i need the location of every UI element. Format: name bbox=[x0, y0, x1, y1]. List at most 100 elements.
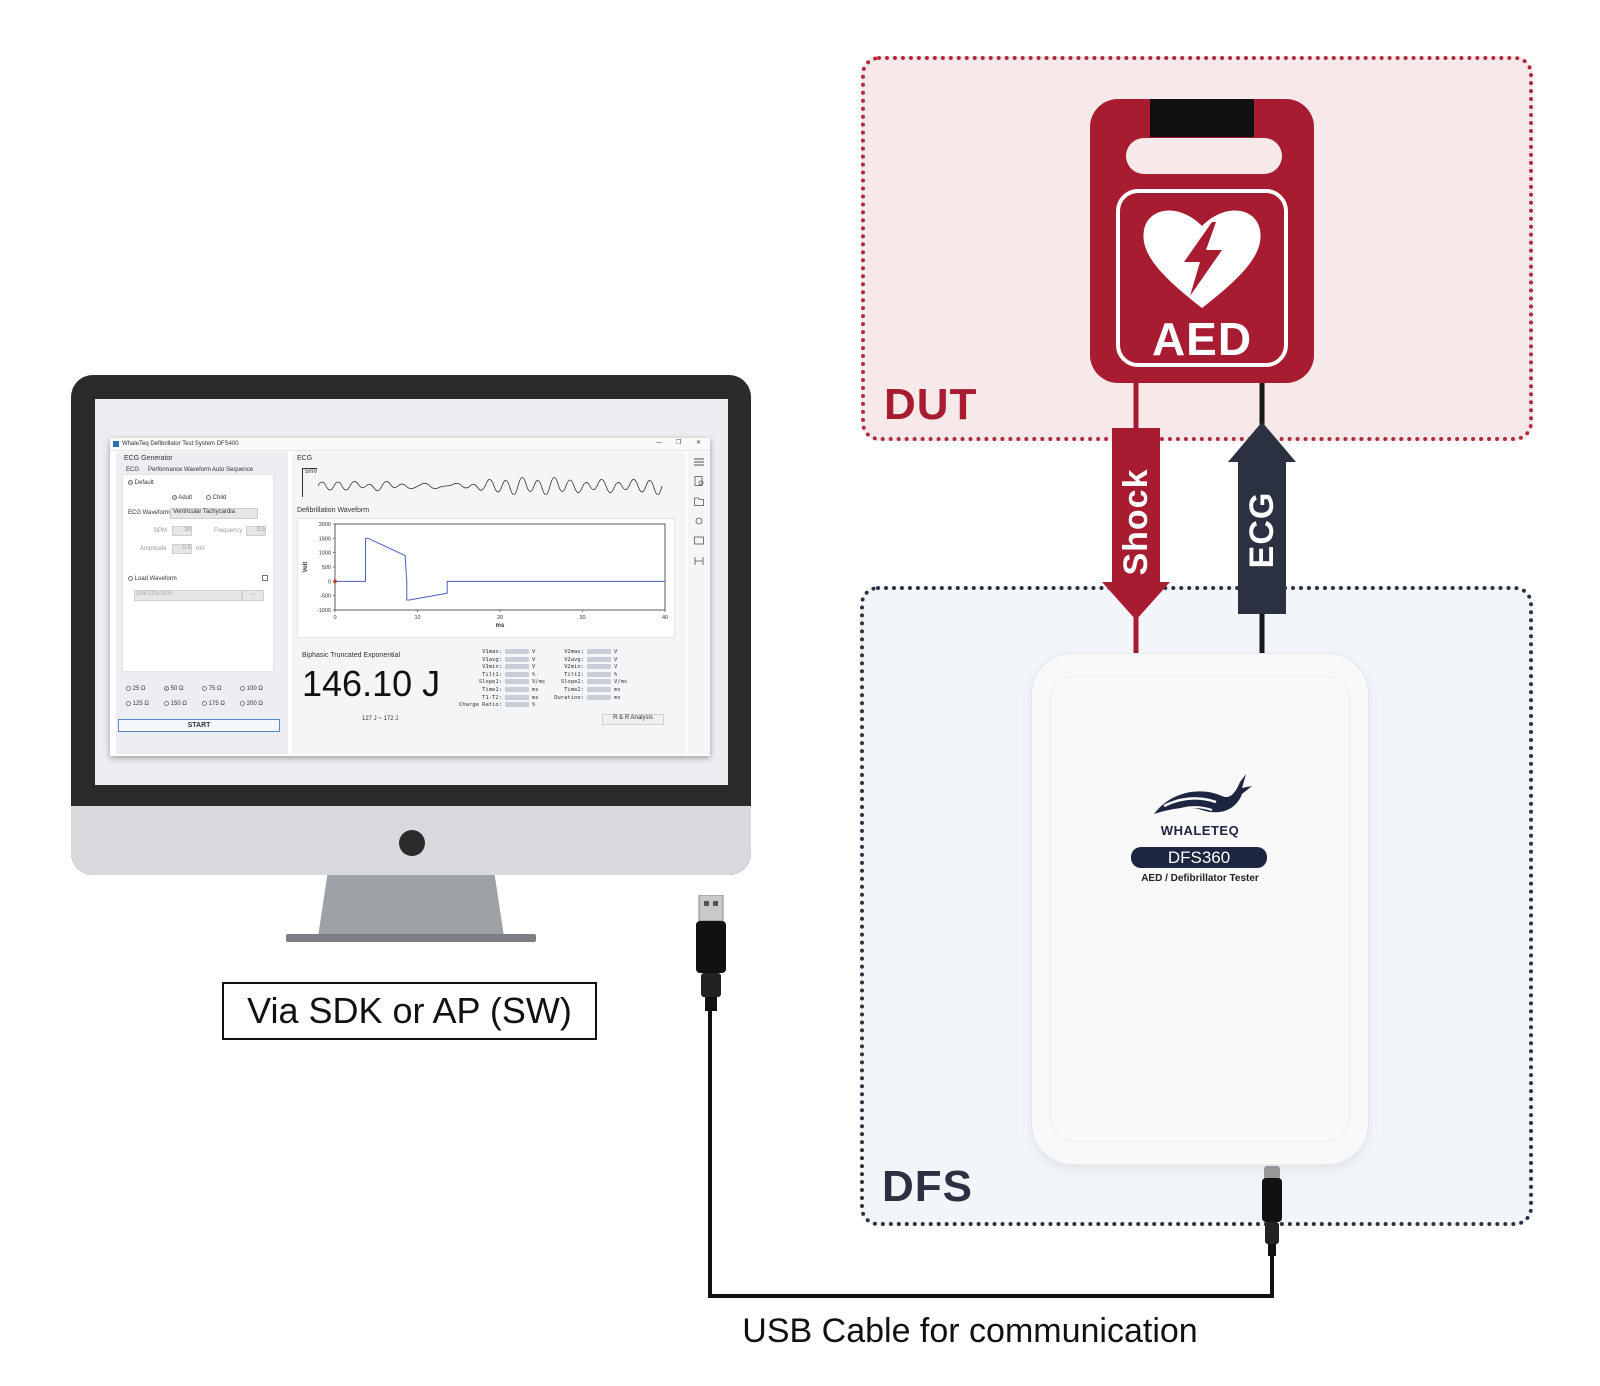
aed-handle bbox=[1150, 99, 1254, 137]
stat-left-row: Time1:ms bbox=[456, 687, 539, 694]
bpm-stepper[interactable]: 30 bbox=[172, 526, 192, 536]
folder-icon[interactable] bbox=[694, 496, 704, 506]
stat-left-row: Slope1:V/ms bbox=[456, 679, 545, 686]
load-150-radio[interactable] bbox=[164, 701, 169, 706]
stat-right-value-redacted bbox=[587, 687, 611, 692]
stat-left-row: Tilt1:% bbox=[456, 671, 535, 679]
load-waveform-option[interactable]: Load Waveform bbox=[128, 576, 177, 583]
load-50-radio[interactable] bbox=[164, 686, 169, 691]
load-100-option[interactable]: 100 Ω bbox=[240, 686, 263, 693]
load-25-option[interactable]: 25 Ω bbox=[126, 686, 146, 693]
report-icon[interactable] bbox=[694, 476, 704, 486]
load-waveform-path[interactable]: pde-Dfsi.fxml bbox=[134, 590, 242, 601]
monitor-logo-dot bbox=[399, 830, 425, 856]
stat-right-row: Duration:ms bbox=[538, 694, 621, 702]
stat-left-label: Tilt1: bbox=[482, 671, 502, 678]
software-caption: Via SDK or AP (SW) bbox=[222, 982, 597, 1040]
stat-left-value-redacted bbox=[505, 687, 529, 692]
stat-right-value-redacted bbox=[587, 649, 611, 654]
dfs360-device bbox=[1032, 654, 1368, 1164]
stat-left-value-redacted bbox=[505, 702, 529, 708]
default-radio[interactable] bbox=[128, 480, 133, 485]
rr-analysis-button[interactable]: R & R Analysis bbox=[602, 714, 664, 725]
stat-left-unit: % bbox=[532, 702, 536, 709]
aed-label: AED bbox=[1151, 313, 1253, 365]
default-option[interactable]: Default bbox=[128, 480, 154, 487]
adult-option[interactable]: Adult bbox=[172, 495, 192, 502]
load-150-option[interactable]: 150 Ω bbox=[164, 701, 187, 708]
adult-radio[interactable] bbox=[172, 495, 177, 500]
frequency-stepper[interactable]: 0.5 bbox=[246, 526, 266, 536]
stat-left-unit: V bbox=[532, 664, 536, 671]
y-tick-label: -500 bbox=[320, 594, 331, 600]
load-100-label: 100 Ω bbox=[246, 686, 263, 693]
waveform-type: Biphasic Truncated Exponential bbox=[302, 652, 401, 659]
load-50-label: 50 Ω bbox=[170, 686, 184, 693]
y-tick-label: 1000 bbox=[319, 551, 331, 557]
x-tick-label: 30 bbox=[579, 615, 585, 621]
y-tick-label: 1500 bbox=[319, 536, 331, 542]
stat-right-unit: ms bbox=[614, 694, 621, 701]
stat-left-row: V1max:V bbox=[456, 649, 535, 656]
adult-label: Adult bbox=[178, 495, 193, 502]
stat-left-value-redacted bbox=[505, 649, 529, 654]
stat-left-label: Charge Ratio: bbox=[458, 702, 502, 709]
stat-right-value-redacted bbox=[587, 664, 611, 670]
load-waveform-radio[interactable] bbox=[128, 576, 133, 581]
help-icon[interactable] bbox=[262, 575, 268, 581]
load-50-option[interactable]: 50 Ω bbox=[164, 686, 184, 693]
start-button[interactable]: START bbox=[118, 719, 280, 732]
stat-right-unit: V bbox=[614, 656, 618, 663]
load-25-radio[interactable] bbox=[126, 686, 131, 691]
stat-left-label: Time1: bbox=[482, 687, 502, 693]
close-button[interactable]: ✕ bbox=[696, 440, 702, 446]
stat-right-unit: ms bbox=[614, 687, 621, 693]
device-brand: WHALETEQ bbox=[1160, 823, 1240, 838]
dfs-label: DFS bbox=[882, 1162, 973, 1211]
amplitude-stepper[interactable]: 0.5 bbox=[172, 544, 192, 554]
load-200-option[interactable]: 200 Ω bbox=[240, 701, 263, 708]
stat-right-unit: V bbox=[614, 664, 618, 671]
load-125-option[interactable]: 125 Ω bbox=[126, 701, 149, 708]
child-radio[interactable] bbox=[206, 495, 211, 500]
stat-left-value-redacted bbox=[505, 664, 529, 670]
browse-button[interactable]: ... bbox=[242, 590, 264, 601]
window-title: WhaleTeq Defibrillator Test System DFS40… bbox=[122, 441, 239, 447]
tab-performance-waveform[interactable]: Performance Waveform bbox=[148, 467, 212, 473]
ecg-arrow bbox=[1228, 422, 1296, 614]
tab-auto-sequence[interactable]: Auto Sequence bbox=[212, 467, 254, 473]
menu-icon[interactable] bbox=[694, 458, 704, 466]
load-75-radio[interactable] bbox=[202, 686, 207, 691]
energy-value: 146.10 J bbox=[302, 663, 441, 704]
x-tick-label: 40 bbox=[662, 615, 668, 621]
load-200-radio[interactable] bbox=[240, 701, 245, 706]
shock-label: Shock bbox=[1117, 468, 1155, 576]
stat-left-label: Slope1: bbox=[478, 679, 502, 686]
frequency-label: Frequency bbox=[214, 528, 243, 534]
stat-left-value-redacted bbox=[505, 656, 529, 662]
stat-right-value-redacted bbox=[587, 671, 611, 677]
app-window: WhaleTeq Defibrillator Test System DFS40… bbox=[110, 438, 710, 756]
load-125-radio[interactable] bbox=[126, 701, 131, 706]
load-150-label: 150 Ω bbox=[170, 701, 187, 708]
aed-handle-slot bbox=[1126, 138, 1282, 174]
minimize-button[interactable]: — bbox=[656, 440, 662, 446]
usb-cable bbox=[708, 1010, 1274, 1298]
child-option[interactable]: Child bbox=[206, 495, 226, 502]
stat-left-label: V1min: bbox=[482, 664, 502, 671]
settings-icon[interactable] bbox=[694, 516, 704, 526]
tool-icon[interactable] bbox=[694, 556, 704, 566]
stat-right-row: V2avg:V bbox=[538, 656, 618, 664]
load-waveform-label: Load Waveform bbox=[134, 576, 177, 583]
load-175-option[interactable]: 175 Ω bbox=[202, 701, 225, 708]
load-175-radio[interactable] bbox=[202, 701, 207, 706]
load-75-option[interactable]: 75 Ω bbox=[202, 686, 222, 693]
defib-panel-title: Defibrillation Waveform bbox=[297, 507, 370, 514]
load-100-radio[interactable] bbox=[240, 686, 245, 691]
title-bar: WhaleTeq Defibrillator Test System DFS40… bbox=[110, 438, 710, 451]
ecg-waveform-select[interactable]: Ventricular Tachycardia bbox=[170, 508, 258, 519]
export-icon[interactable] bbox=[694, 536, 704, 546]
maximize-button[interactable]: ❐ bbox=[676, 440, 682, 446]
y-tick-label: -1000 bbox=[317, 608, 331, 614]
